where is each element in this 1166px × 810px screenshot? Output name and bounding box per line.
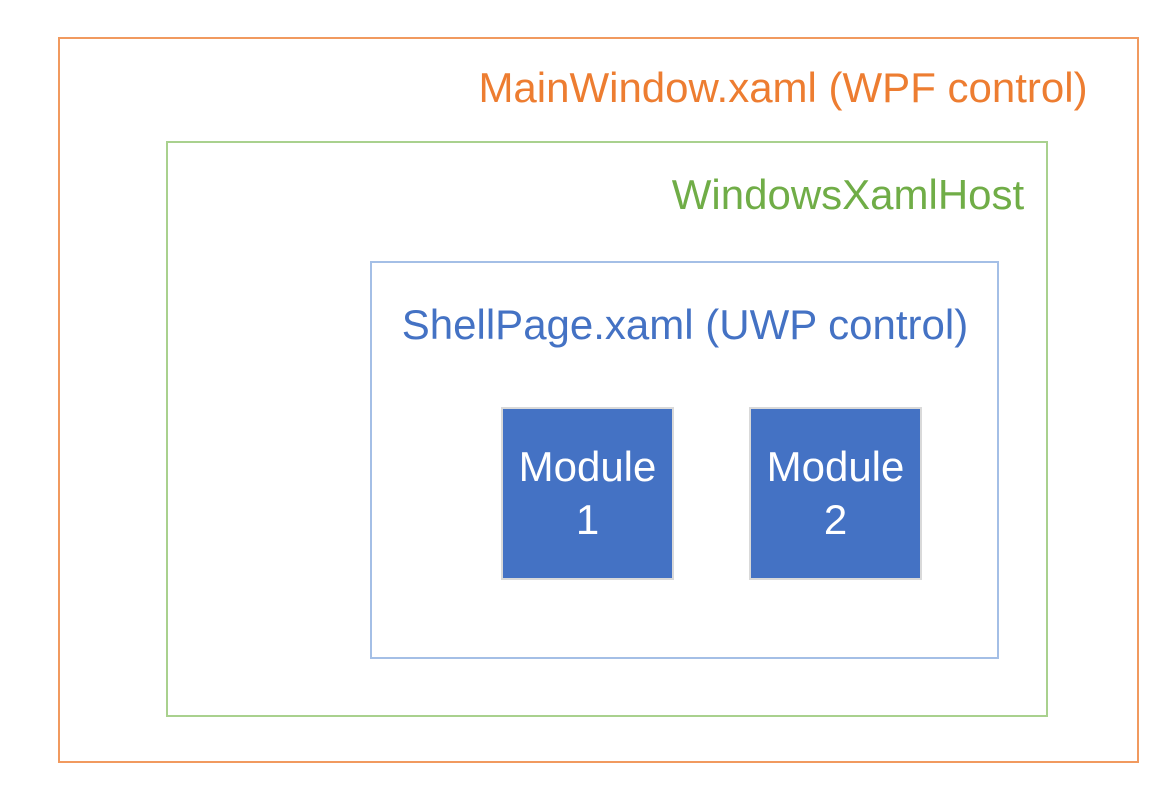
module-2-label-line1: Module (766, 443, 905, 491)
module-2-label-line2: 2 (823, 495, 848, 543)
shellpage-box: ShellPage.xaml (UWP control) Module 1 Mo… (370, 261, 999, 659)
module-2-box: Module 2 (749, 407, 922, 580)
mainwindow-label: MainWindow.xaml (WPF control) (478, 63, 1088, 111)
module-1-label-line1: Module (518, 443, 657, 491)
module-1-label-line2: 1 (575, 495, 600, 543)
windowsxamlhost-label: WindowsXamlHost (671, 170, 1025, 218)
shellpage-label: ShellPage.xaml (UWP control) (401, 300, 969, 348)
windowsxamlhost-box: WindowsXamlHost ShellPage.xaml (UWP cont… (166, 141, 1048, 717)
mainwindow-box: MainWindow.xaml (WPF control) WindowsXam… (58, 37, 1139, 763)
module-1-box: Module 1 (501, 407, 674, 580)
